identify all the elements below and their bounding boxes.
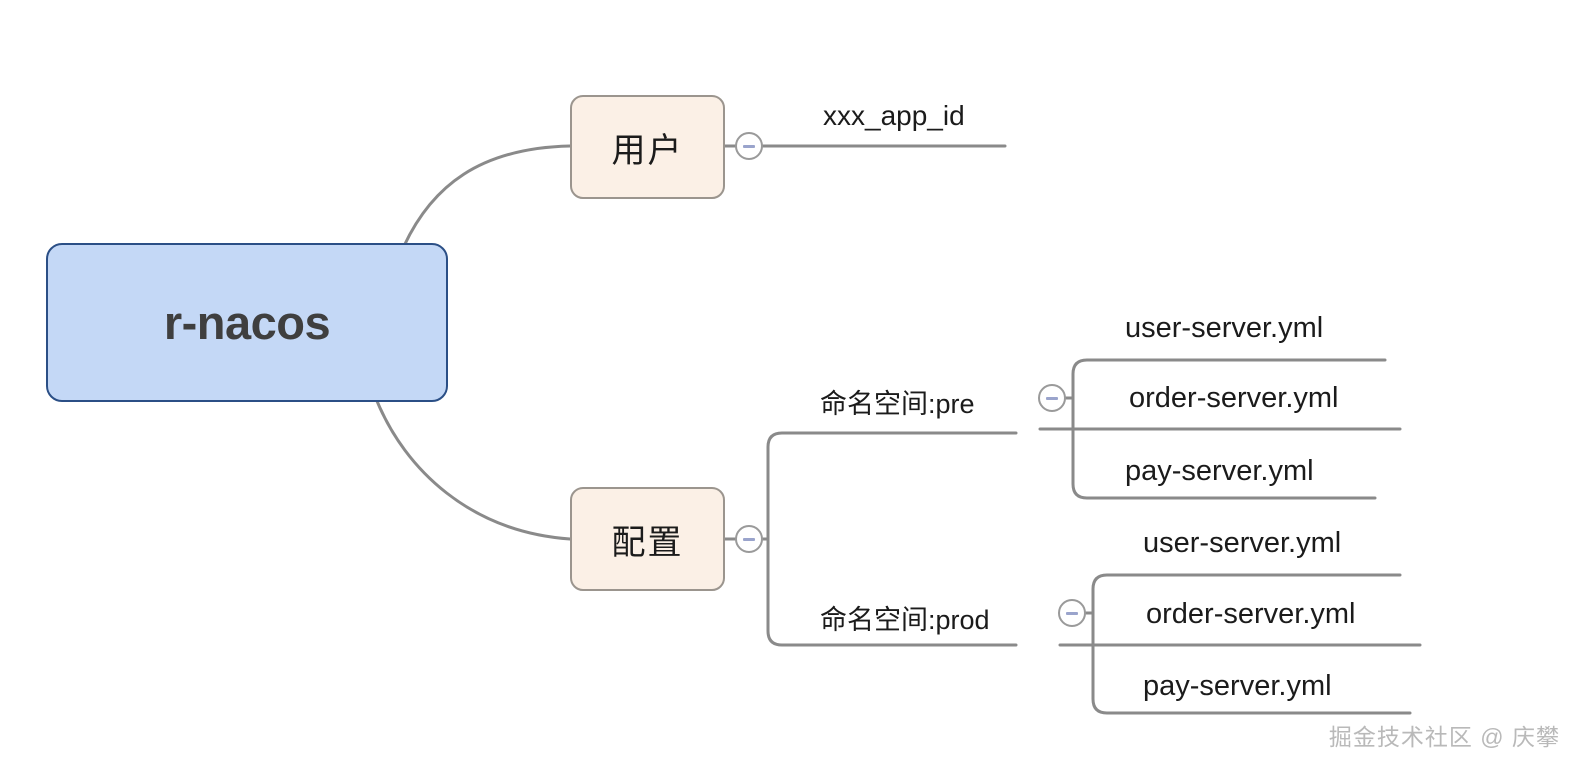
connector-root-to-user: [402, 144, 572, 248]
collapse-toggle-config[interactable]: [735, 525, 763, 553]
root-node-label: r-nacos: [163, 296, 331, 349]
leaf-label-prod-pay-server[interactable]: pay-server.yml: [1143, 670, 1332, 702]
leaf-label-pre-user-server[interactable]: user-server.yml: [1125, 312, 1324, 344]
minus-icon: [743, 144, 755, 148]
collapse-toggle-namespace-prod[interactable]: [1058, 599, 1086, 627]
leaf-label-prod-user-server[interactable]: user-server.yml: [1143, 527, 1342, 559]
root-node[interactable]: r-nacos: [46, 243, 448, 402]
collapse-toggle-namespace-pre[interactable]: [1038, 384, 1066, 412]
leaf-label-prod-order-server[interactable]: order-server.yml: [1146, 598, 1356, 630]
branch-node-user-label: 用户: [611, 131, 684, 170]
namespace-label-pre[interactable]: 命名空间:pre: [820, 389, 975, 419]
namespace-label-prod[interactable]: 命名空间:prod: [820, 605, 990, 635]
connector-root-to-config: [375, 399, 572, 541]
collapse-toggle-user[interactable]: [735, 132, 763, 160]
minus-icon: [1066, 611, 1078, 615]
leaf-label-xxx-app-id[interactable]: xxx_app_id: [823, 100, 965, 131]
minus-icon: [743, 537, 755, 541]
branch-node-user[interactable]: 用户: [570, 95, 725, 199]
leaf-label-pre-order-server[interactable]: order-server.yml: [1129, 382, 1339, 414]
branch-node-config-label: 配置: [611, 523, 684, 562]
leaf-label-pre-pay-server[interactable]: pay-server.yml: [1125, 455, 1314, 487]
watermark: 掘金技术社区 @ 庆攀: [1328, 724, 1560, 750]
minus-icon: [1046, 396, 1058, 400]
branch-node-config[interactable]: 配置: [570, 487, 725, 591]
